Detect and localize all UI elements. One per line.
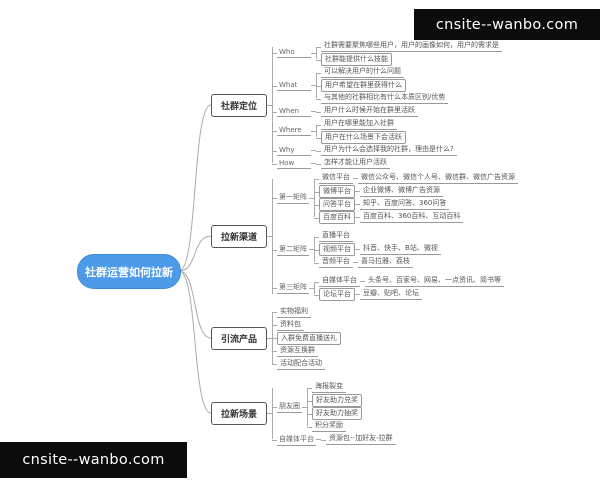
connector-stub bbox=[355, 204, 361, 205]
channel-examples[interactable]: 豆瓣、贴吧、论坛 bbox=[360, 289, 423, 300]
group-when: When 用户什么时候开始在群里活跃 bbox=[272, 105, 502, 118]
connector-stub bbox=[316, 439, 322, 440]
leaf-topic[interactable]: 用户希望在群里获得什么 bbox=[321, 79, 407, 92]
group-matrix-3: 第三矩阵 自媒体平台 头条号、百家号、网易、一点资讯、简书等 论坛平台 豆瓣、贴… bbox=[272, 275, 518, 301]
channel-platform[interactable]: 音频平台 bbox=[319, 257, 354, 268]
channel-platform[interactable]: 论坛平台 bbox=[319, 288, 356, 301]
connector-stub bbox=[302, 406, 308, 408]
leaf-topic[interactable]: 社群能提供什么技能 bbox=[321, 53, 393, 66]
channel-platform[interactable]: 百度百科 bbox=[319, 211, 356, 224]
group-matrix-2: 第二矩阵 直播平台 视频平台 抖音、快手、B站、微视 音频平台 喜马拉雅、荔枝 bbox=[272, 230, 518, 269]
branch-traffic-products: 引流产品 实物福利 资料包 入群免费直播送礼 资源互换群 活动配合活动 bbox=[211, 305, 342, 371]
branch-community-positioning: 社群定位 Who 社群需要聚焦哪些用户，用户的画像如何，用户的需求是 社群能提供… bbox=[211, 40, 503, 170]
group-who: Who 社群需要聚焦哪些用户，用户的画像如何，用户的需求是 社群能提供什么技能 bbox=[272, 40, 503, 66]
group-self-media: 自媒体平台 资源包--加好友-拉群 bbox=[272, 433, 396, 446]
watermark-top-right: cnsite--wanbo.com bbox=[414, 9, 600, 40]
channel-platform[interactable]: 视频平台 bbox=[319, 243, 356, 256]
connector-stub bbox=[355, 217, 361, 218]
group-label-when[interactable]: When bbox=[277, 107, 312, 117]
channel-platform[interactable]: 微博平台 bbox=[319, 185, 356, 198]
leaf-topic[interactable]: 与其他的社群相比有什么本质区别/优势 bbox=[321, 93, 449, 104]
connector-stub bbox=[267, 236, 273, 237]
watermark-bottom-left: cnsite--wanbo.com bbox=[0, 442, 187, 478]
connector-stub bbox=[353, 178, 359, 179]
group-label-moments[interactable]: 朋友圈 bbox=[277, 401, 303, 413]
leaf-topic[interactable]: 用户什么时候开始在群里活跃 bbox=[321, 106, 419, 117]
connector-stub bbox=[355, 294, 361, 295]
group-what: What 可以解决用户的什么问题 用户希望在群里获得什么 与其他的社群相比有什么… bbox=[272, 66, 502, 105]
leaf-topic[interactable]: 海报裂变 bbox=[312, 382, 347, 393]
leaf-topic[interactable]: 资源互换群 bbox=[277, 346, 319, 357]
connector-stub bbox=[309, 287, 315, 289]
connector-stub bbox=[360, 281, 366, 282]
channel-examples[interactable]: 知乎、百度问答、360问答 bbox=[360, 199, 450, 210]
channel-platform[interactable]: 微信平台 bbox=[319, 173, 354, 184]
leaf-topic[interactable]: 活动配合活动 bbox=[277, 359, 326, 370]
connector-stub bbox=[311, 163, 317, 164]
connector-stub bbox=[355, 249, 361, 250]
connector-stub bbox=[355, 191, 361, 192]
branch-acquisition-scenarios: 拉新场景 朋友圈 海报裂变 好友助力兑奖 好友助力抽奖 积分奖励 自媒体平台 资… bbox=[211, 381, 396, 446]
connector-stub bbox=[311, 111, 317, 112]
group-label-self-media[interactable]: 自媒体平台 bbox=[277, 434, 317, 446]
central-topic[interactable]: 社群运营如何拉新 bbox=[77, 254, 181, 289]
channel-examples[interactable]: 百度百科、360百科、互动百科 bbox=[360, 212, 464, 223]
channel-platform[interactable]: 自媒体平台 bbox=[319, 276, 361, 287]
connector-stub bbox=[267, 413, 273, 414]
branch-acquisition-channels: 拉新渠道 第一矩阵 微信平台 微信公众号、微信个人号、微信群、微信广告资源 微博… bbox=[211, 172, 519, 301]
channel-examples[interactable]: 企业微博、微博广告资源 bbox=[360, 186, 444, 197]
group-label-how[interactable]: How bbox=[277, 159, 312, 169]
group-how: How 怎样才能让用户活跃 bbox=[272, 157, 502, 170]
group-label-matrix-3[interactable]: 第三矩阵 bbox=[277, 282, 310, 294]
channel-platform[interactable]: 直播平台 bbox=[319, 231, 354, 242]
leaf-topic[interactable]: 资料包 bbox=[277, 320, 305, 331]
group-why: Why 用户为什么会选择我的社群，理由是什么? bbox=[272, 144, 502, 157]
leaf-topic[interactable]: 用户在哪里能加入社群 bbox=[321, 119, 398, 130]
connector-stub bbox=[311, 130, 317, 132]
branch-node-acquisition-channels[interactable]: 拉新渠道 bbox=[211, 225, 268, 248]
connector-stub bbox=[311, 150, 317, 151]
leaf-topic[interactable]: 可以解决用户的什么问题 bbox=[321, 67, 405, 78]
group-label-where[interactable]: Where bbox=[277, 126, 312, 136]
branch-node-community-positioning[interactable]: 社群定位 bbox=[211, 93, 268, 117]
group-matrix-1: 第一矩阵 微信平台 微信公众号、微信个人号、微信群、微信广告资源 微博平台 企业… bbox=[272, 172, 519, 224]
group-label-matrix-2[interactable]: 第二矩阵 bbox=[277, 244, 310, 256]
group-label-who[interactable]: Who bbox=[277, 48, 312, 58]
connector-stub bbox=[267, 104, 273, 106]
connector-stub bbox=[311, 85, 317, 86]
connector-stub bbox=[309, 249, 315, 250]
connector-stub bbox=[353, 262, 359, 263]
leaf-topic[interactable]: 怎样才能让用户活跃 bbox=[321, 158, 391, 169]
leaf-topic[interactable]: 实物福利 bbox=[277, 307, 312, 318]
group-moments: 朋友圈 海报裂变 好友助力兑奖 好友助力抽奖 积分奖励 bbox=[272, 381, 396, 433]
channel-examples[interactable]: 微信公众号、微信个人号、微信群、微信广告资源 bbox=[358, 173, 519, 184]
leaf-topic[interactable]: 好友助力抽奖 bbox=[312, 407, 363, 420]
connector-stub bbox=[267, 337, 273, 339]
leaf-topic[interactable]: 用户在什么场景下会活跃 bbox=[321, 131, 407, 144]
branch-node-traffic-products[interactable]: 引流产品 bbox=[211, 326, 268, 350]
connector-stub bbox=[311, 52, 317, 54]
channel-examples[interactable]: 头条号、百家号、网易、一点资讯、简书等 bbox=[365, 276, 505, 287]
branch-node-acquisition-scenarios[interactable]: 拉新场景 bbox=[211, 402, 268, 425]
channel-platform[interactable]: 问答平台 bbox=[319, 198, 356, 211]
group-label-matrix-1[interactable]: 第一矩阵 bbox=[277, 192, 310, 204]
leaf-topic[interactable]: 入群免费直播送礼 bbox=[277, 331, 342, 345]
leaf-topic[interactable]: 好友助力兑奖 bbox=[312, 394, 363, 407]
leaf-topic[interactable]: 社群需要聚焦哪些用户，用户的画像如何，用户的需求是 bbox=[321, 41, 503, 52]
group-label-why[interactable]: Why bbox=[277, 146, 312, 156]
leaf-topic[interactable]: 资源包--加好友-拉群 bbox=[326, 434, 396, 445]
leaf-topic[interactable]: 积分奖励 bbox=[312, 421, 347, 432]
leaf-topic[interactable]: 用户为什么会选择我的社群，理由是什么? bbox=[321, 145, 457, 156]
group-label-what[interactable]: What bbox=[277, 81, 312, 91]
channel-examples[interactable]: 抖音、快手、B站、微视 bbox=[360, 244, 441, 255]
group-where: Where 用户在哪里能加入社群 用户在什么场景下会活跃 bbox=[272, 118, 502, 144]
channel-examples[interactable]: 喜马拉雅、荔枝 bbox=[358, 257, 414, 268]
connector-stub bbox=[309, 197, 315, 199]
